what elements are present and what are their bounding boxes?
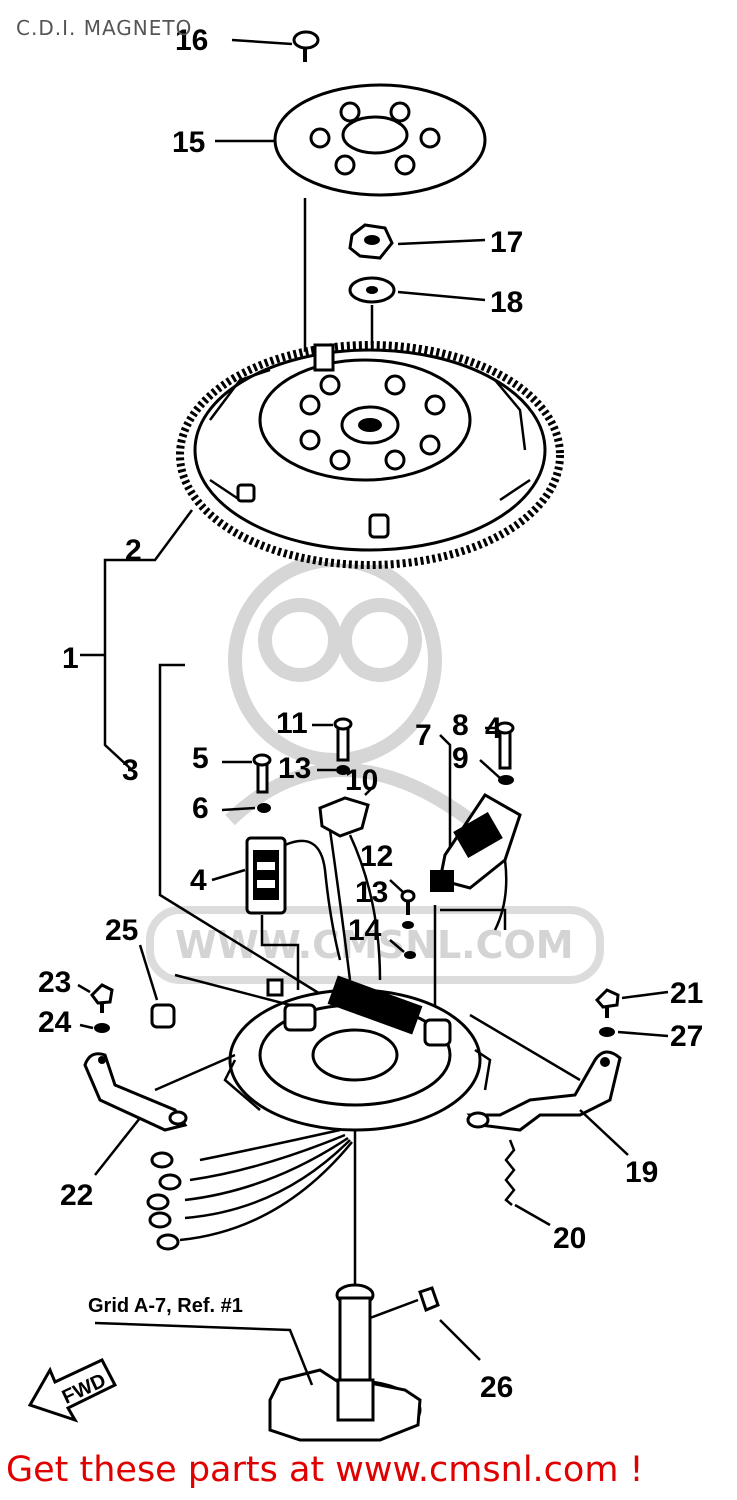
part-2-flywheel <box>176 341 564 569</box>
part-26-post-assembly <box>94 1283 481 1442</box>
label-23: 23 <box>38 966 71 999</box>
label-16: 16 <box>175 24 208 57</box>
footer-link[interactable]: Get these parts at www.cmsnl.com ! <box>6 1450 644 1490</box>
label-18: 18 <box>490 286 523 319</box>
grid-note: Grid A-7, Ref. #1 <box>88 1295 243 1317</box>
label-22: 22 <box>60 1179 93 1212</box>
part-22-bracket <box>83 1052 188 1176</box>
part-21-screw <box>594 988 669 1038</box>
part-19-bracket <box>466 1050 629 1156</box>
label-13b: 13 <box>355 876 388 909</box>
part-5-screw <box>221 753 272 813</box>
label-1: 1 <box>62 642 79 675</box>
label-15: 15 <box>172 126 205 159</box>
label-4b: 4 <box>485 712 502 745</box>
label-6: 6 <box>192 792 209 825</box>
label-2: 2 <box>125 534 142 567</box>
part-7-lighting-coil <box>430 721 522 1010</box>
label-8: 8 <box>452 709 469 742</box>
part-labels: 16 15 17 18 2 1 3 11 5 13 10 6 7 8 4 9 4… <box>38 24 703 1404</box>
label-9: 9 <box>452 742 469 775</box>
label-27: 27 <box>670 1020 703 1053</box>
part-25-screw <box>138 944 176 1029</box>
part-16-bolt <box>231 30 320 62</box>
part-3-stator-base <box>154 973 581 1132</box>
label-7: 7 <box>415 719 432 752</box>
part-11-screw <box>312 717 353 775</box>
label-17: 17 <box>490 226 523 259</box>
label-5: 5 <box>192 742 209 775</box>
part-23-screw <box>77 983 114 1033</box>
label-24: 24 <box>38 1006 72 1039</box>
part-12-screw <box>389 879 416 959</box>
wire-harness <box>146 1128 357 1285</box>
label-26: 26 <box>480 1371 513 1404</box>
part-15-plate <box>215 83 487 197</box>
label-3: 3 <box>122 754 139 787</box>
part-4-charge-coil <box>211 836 342 990</box>
label-13a: 13 <box>278 752 311 785</box>
label-25: 25 <box>105 914 138 947</box>
label-11: 11 <box>276 707 308 740</box>
label-4: 4 <box>190 864 207 897</box>
fwd-arrow: FWD <box>27 1358 118 1423</box>
part-10-pulser-coil <box>318 784 382 981</box>
label-12: 12 <box>360 840 393 873</box>
label-14: 14 <box>348 914 382 947</box>
part-20-spring <box>504 1139 551 1227</box>
label-20: 20 <box>553 1222 586 1255</box>
part-17-nut <box>348 223 486 260</box>
label-10: 10 <box>345 764 378 797</box>
assembly-bracket <box>80 509 331 1002</box>
part-18-washer <box>348 276 486 304</box>
label-21: 21 <box>670 977 703 1010</box>
label-19: 19 <box>625 1156 658 1189</box>
diagram-title: C.D.I. MAGNETO <box>16 16 193 40</box>
